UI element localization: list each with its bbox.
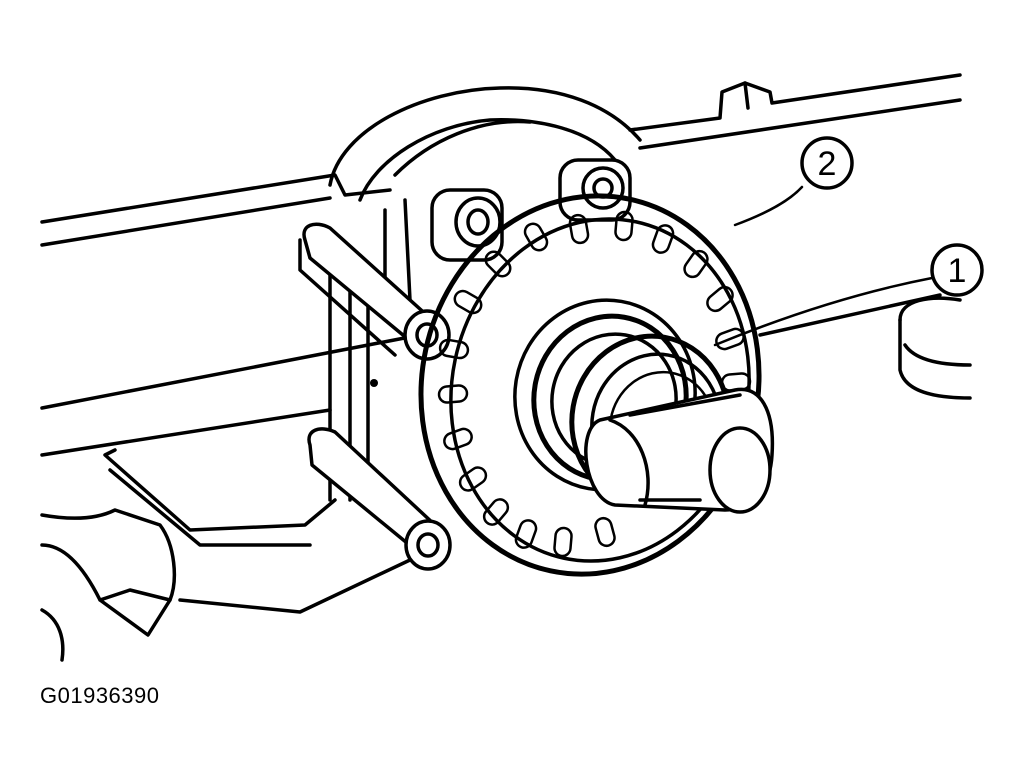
puller-frame: [298, 222, 452, 571]
lower-bracket: [40, 448, 412, 662]
callout-2: 2: [733, 136, 854, 227]
shaft-assembly: [513, 298, 775, 514]
casting-housing: [328, 86, 642, 302]
figure-code: G01936390: [40, 683, 160, 708]
callout-2-number: 2: [818, 145, 837, 183]
housing-rails: [40, 73, 962, 457]
callout-1-number: 1: [948, 252, 967, 290]
callout-1: 1: [713, 243, 984, 347]
cylinder-stub: [898, 296, 972, 400]
